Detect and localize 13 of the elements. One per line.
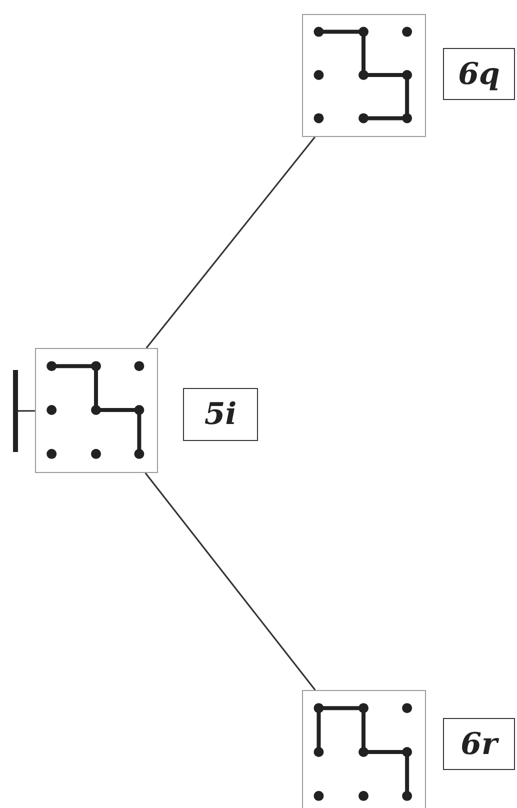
connector-line [18, 410, 35, 412]
label-box [183, 388, 258, 441]
label-text: 6r [460, 726, 498, 762]
dot-grid-drawing [302, 14, 426, 137]
label-text: 6q [458, 56, 500, 92]
connector-line [146, 136, 316, 348]
label-box [443, 718, 515, 770]
label-box [443, 48, 515, 100]
vertical-bar [13, 370, 18, 452]
label-text: 5i [204, 397, 237, 432]
dot-grid-drawing [302, 690, 426, 808]
connector-line [144, 472, 316, 690]
dot-grid-drawing [35, 348, 158, 473]
